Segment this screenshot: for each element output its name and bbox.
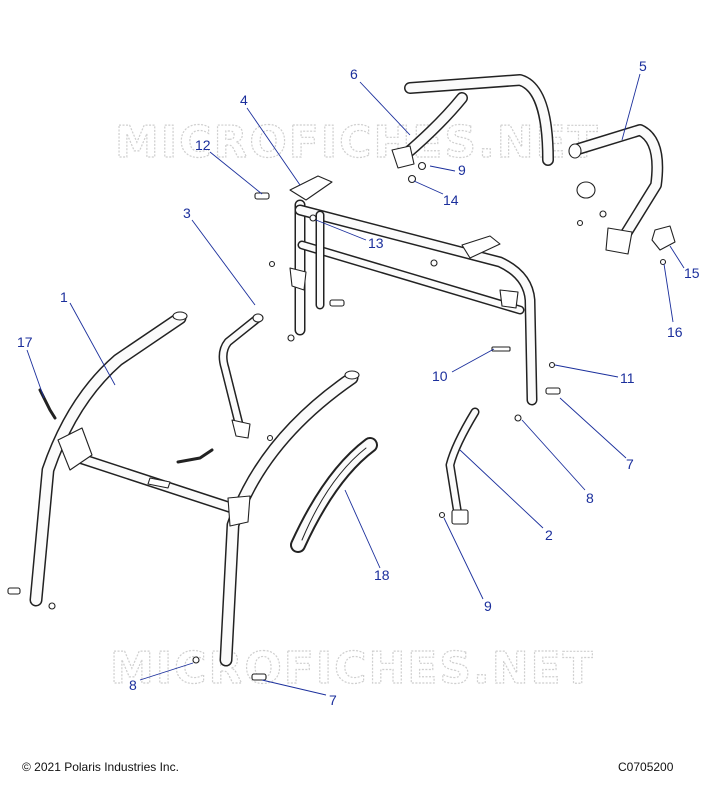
end-cap: [651, 225, 676, 251]
front-roll-hoop: [29, 311, 360, 667]
callout-6: 6: [350, 66, 358, 82]
callout-12: 12: [195, 137, 211, 153]
rear-brace-right: [445, 407, 480, 525]
callout-17: 17: [17, 334, 33, 350]
callout-15: 15: [684, 265, 700, 281]
callout-13: 13: [368, 235, 384, 251]
rear-brace-left: [218, 313, 264, 439]
clip-mid: [176, 448, 214, 464]
callout-18: 18: [374, 567, 390, 583]
rear-roll-frame: [289, 175, 538, 406]
callout-8b: 8: [586, 490, 594, 506]
callout-11: 11: [620, 370, 635, 386]
trim-seal: [290, 437, 378, 553]
callout-4: 4: [240, 92, 248, 108]
copyright-text: © 2021 Polaris Industries Inc.: [22, 760, 179, 774]
callout-16: 16: [667, 324, 683, 340]
callout-2: 2: [545, 527, 553, 543]
cap-small: [576, 181, 596, 199]
callout-9a: 9: [458, 162, 466, 178]
hardware-bits: [7, 161, 667, 681]
callout-1: 1: [60, 289, 68, 305]
callout-3: 3: [183, 205, 191, 221]
callout-14: 14: [443, 192, 459, 208]
drawing-code: C0705200: [618, 760, 674, 774]
cab-hoop-top: [391, 74, 554, 169]
cab-hoop-right: [568, 124, 664, 255]
callout-8a: 8: [129, 677, 137, 693]
callout-7b: 7: [329, 692, 337, 708]
watermark-top: MICROFICHES.NET: [115, 117, 600, 168]
callout-5: 5: [639, 58, 647, 74]
callout-10: 10: [432, 368, 448, 384]
callout-9b: 9: [484, 598, 492, 614]
watermark-bottom: MICROFICHES.NET: [110, 643, 595, 694]
callout-7a: 7: [626, 456, 634, 472]
